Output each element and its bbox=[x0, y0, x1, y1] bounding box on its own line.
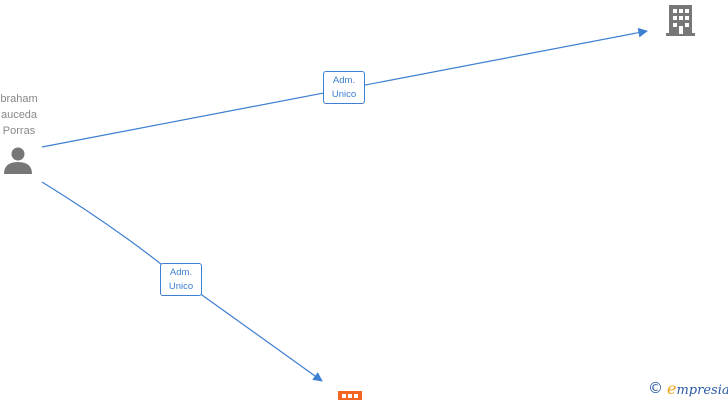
edge-label-line-2: Unico bbox=[331, 89, 357, 100]
brand-wordmark: empresia bbox=[667, 379, 728, 398]
copyright-symbol: © bbox=[648, 379, 663, 397]
building-icon[interactable] bbox=[666, 5, 695, 36]
brand-initial: e bbox=[667, 378, 677, 398]
edge-label-line-1: Adm. bbox=[169, 267, 193, 278]
edge-label-line-1: Adm. bbox=[332, 75, 356, 86]
person-icon[interactable] bbox=[4, 147, 32, 175]
building-icon-orange[interactable] bbox=[338, 391, 362, 400]
edge-label-line-2: Unico bbox=[168, 281, 194, 292]
edge-label-company-2[interactable]: Adm. Unico bbox=[160, 263, 202, 296]
brand-text: mpresia bbox=[676, 382, 728, 398]
empresia-watermark: © empresia bbox=[648, 378, 728, 398]
person-name-line-1: braham bbox=[0, 93, 38, 105]
person-name-label[interactable]: braham auceda Porras bbox=[0, 91, 48, 139]
person-name-line-2: auceda bbox=[0, 109, 38, 121]
edge-label-company-1[interactable]: Adm. Unico bbox=[323, 71, 365, 104]
person-name-line-3: Porras bbox=[2, 125, 36, 137]
